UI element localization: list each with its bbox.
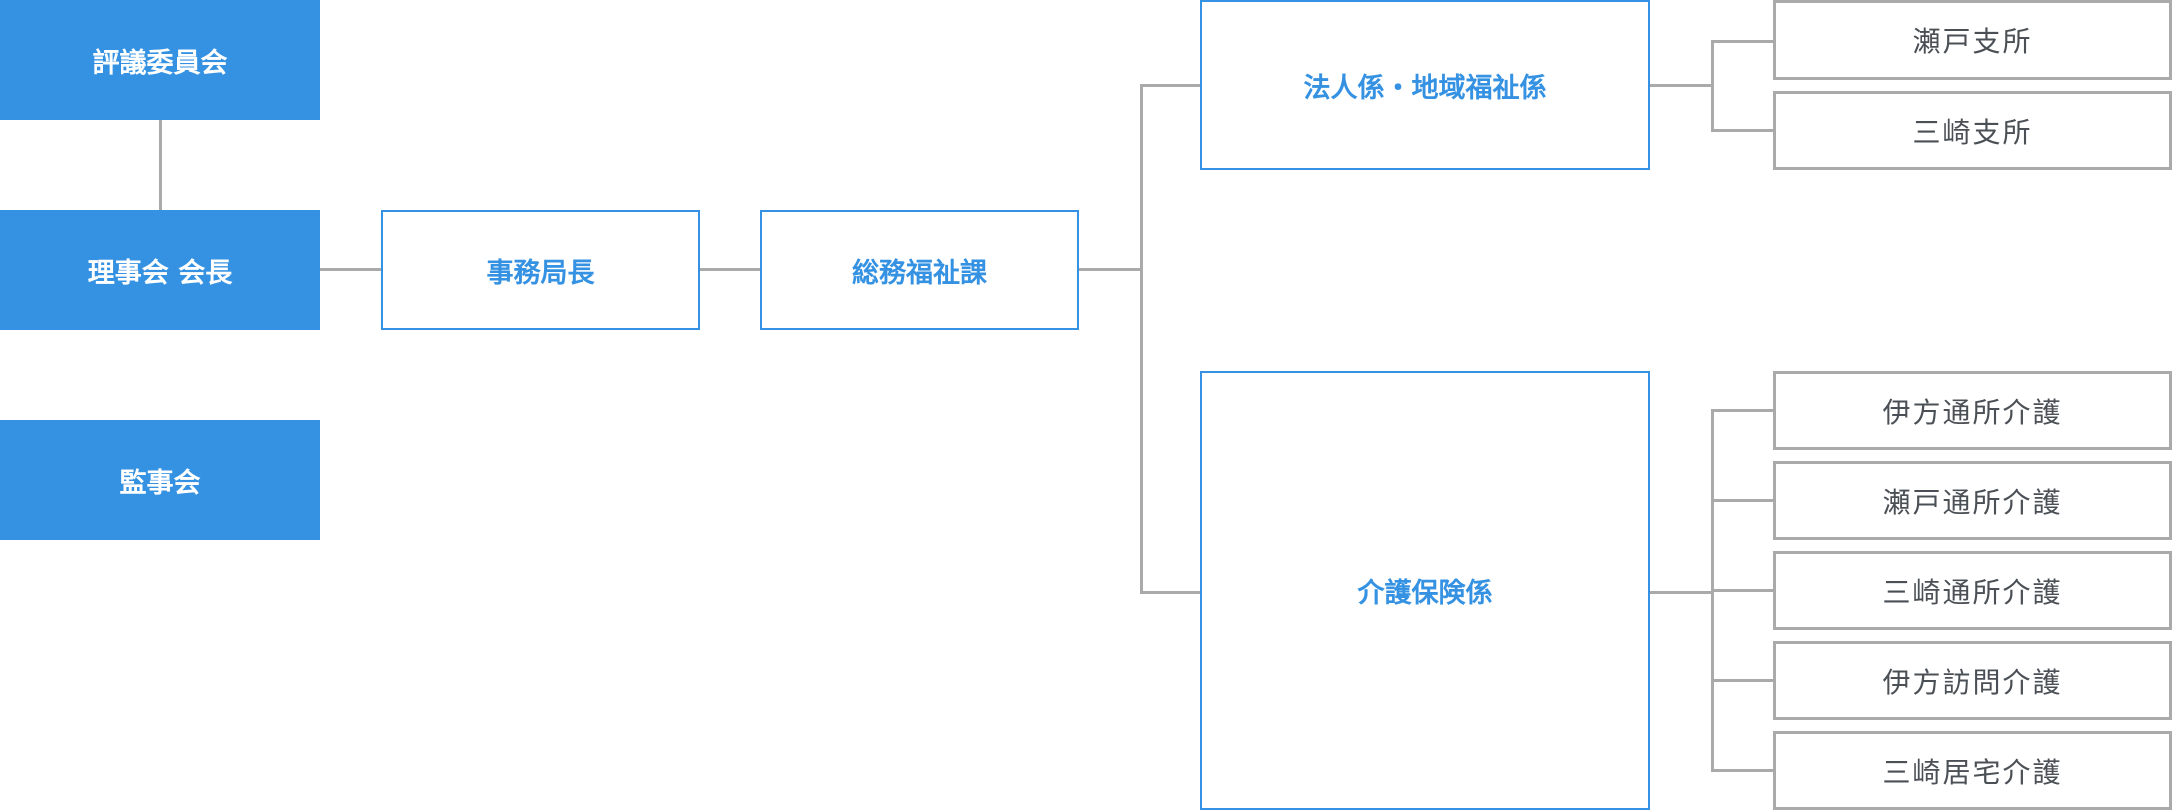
connector-branch-2-3 [1711, 589, 1773, 592]
connector-trunk-vertical [1140, 84, 1143, 594]
node-label: 理事会 会長 [87, 257, 233, 289]
node-board-chairman: 理事会 会長 [0, 210, 320, 330]
node-label: 伊方訪問介護 [1882, 665, 2063, 699]
connector-section-1-branch-vertical [1711, 40, 1714, 131]
node-branch: 伊方訪問介護 [1773, 641, 2172, 720]
node-label: 伊方通所介護 [1882, 395, 2063, 429]
node-auditors: 監事会 [0, 420, 320, 540]
node-label: 法人係・地域福祉係 [1303, 72, 1547, 104]
connector-branch-1-1 [1711, 40, 1773, 43]
node-label: 評議委員会 [92, 47, 228, 79]
node-branch: 三崎支所 [1773, 91, 2172, 170]
node-section-care-insurance: 介護保険係 [1200, 371, 1650, 810]
connector-branch-2-5 [1711, 769, 1773, 772]
node-councilors: 評議委員会 [0, 0, 320, 120]
node-label: 総務福祉課 [852, 257, 987, 289]
node-label: 瀬戸支所 [1912, 25, 2033, 58]
connector-section-1-out [1650, 84, 1713, 87]
node-section-corporate-community: 法人係・地域福祉係 [1200, 0, 1650, 170]
node-label: 介護保険係 [1357, 578, 1493, 609]
node-branch: 伊方通所介護 [1773, 371, 2172, 450]
connector-trunk-to-section-1 [1140, 84, 1200, 87]
node-general-affairs: 総務福祉課 [760, 210, 1079, 330]
connector-branch-2-4 [1711, 679, 1773, 682]
connector-councilors-board [159, 120, 162, 210]
node-secretary-general: 事務局長 [381, 210, 700, 330]
connector-branch-1-2 [1711, 129, 1773, 132]
node-label: 三崎居宅介護 [1882, 755, 2063, 789]
node-branch: 瀬戸通所介護 [1773, 461, 2172, 540]
connector-branch-2-1 [1711, 409, 1773, 412]
connector-board-director [320, 268, 381, 271]
connector-director-general [700, 268, 760, 271]
node-branch: 三崎通所介護 [1773, 551, 2172, 630]
node-label: 瀬戸通所介護 [1882, 485, 2063, 519]
node-label: 三崎支所 [1912, 115, 2033, 149]
connector-trunk-to-section-2 [1140, 591, 1200, 594]
node-label: 事務局長 [486, 257, 595, 289]
connector-general-trunk [1079, 268, 1142, 271]
node-branch: 瀬戸支所 [1773, 0, 2172, 80]
connector-section-2-out [1650, 591, 1713, 594]
node-label: 監事会 [119, 467, 201, 499]
node-label: 三崎通所介護 [1882, 575, 2063, 609]
node-branch: 三崎居宅介護 [1773, 731, 2172, 810]
connector-branch-2-2 [1711, 499, 1773, 502]
